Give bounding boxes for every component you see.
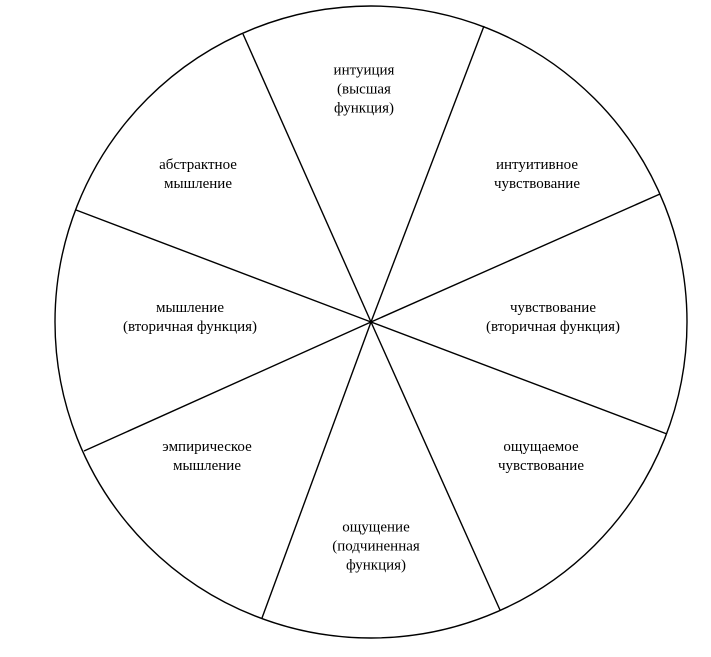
segment-label-line: функция) xyxy=(333,100,395,117)
divider-line-7 xyxy=(83,321,372,452)
divider-line-5 xyxy=(370,321,501,611)
segment-label-feeling: чувствование (вторичная функция) xyxy=(486,299,620,337)
segment-label-sensation: ощущение (подчиненная функция) xyxy=(332,519,420,576)
divider-line-3 xyxy=(370,193,661,323)
segment-label-line: мышление xyxy=(164,176,232,192)
divider-line-1 xyxy=(242,33,372,323)
segment-label-line: (вторичная функция) xyxy=(485,319,621,335)
segment-label-intuition: интуиция (высшая функция) xyxy=(334,62,395,119)
segment-label-line: интуиция xyxy=(333,62,395,79)
segment-label-line: (подчиненная xyxy=(332,538,420,555)
segment-label-line: ощущаемое xyxy=(503,439,579,455)
segment-label-intuitive-feeling: интуитивное чувствование xyxy=(494,156,580,194)
segment-label-abstract-thinking: абстрактное мышление xyxy=(159,156,237,194)
segment-label-line: интуитивное xyxy=(496,157,578,173)
segment-label-line: (вторичная функция) xyxy=(122,319,258,335)
segment-label-line: (высшая xyxy=(337,81,391,98)
segment-label-line: мышление xyxy=(173,458,241,474)
segment-label-line: функция) xyxy=(345,557,407,574)
segment-label-empirical-thinking: эмпирическое мышление xyxy=(162,438,251,476)
segment-label-thinking: мышление (вторичная функция) xyxy=(123,299,257,337)
segment-label-line: эмпирическое xyxy=(162,439,252,455)
divider-line-2 xyxy=(370,25,485,323)
segment-label-sensed-feeling: ощущаемое чувствование xyxy=(498,438,584,476)
divider-line-4 xyxy=(370,321,668,435)
wheel-outline xyxy=(54,5,688,639)
segment-label-line: чувствование xyxy=(509,300,596,316)
divider-line-8 xyxy=(75,209,372,323)
segment-label-line: ощущение xyxy=(342,519,410,536)
segment-label-line: абстрактное xyxy=(159,157,237,173)
divider-line-6 xyxy=(261,321,372,619)
segment-label-line: чувствование xyxy=(494,176,580,192)
segment-label-line: мышление xyxy=(156,300,224,316)
segment-label-line: чувствование xyxy=(498,458,584,474)
